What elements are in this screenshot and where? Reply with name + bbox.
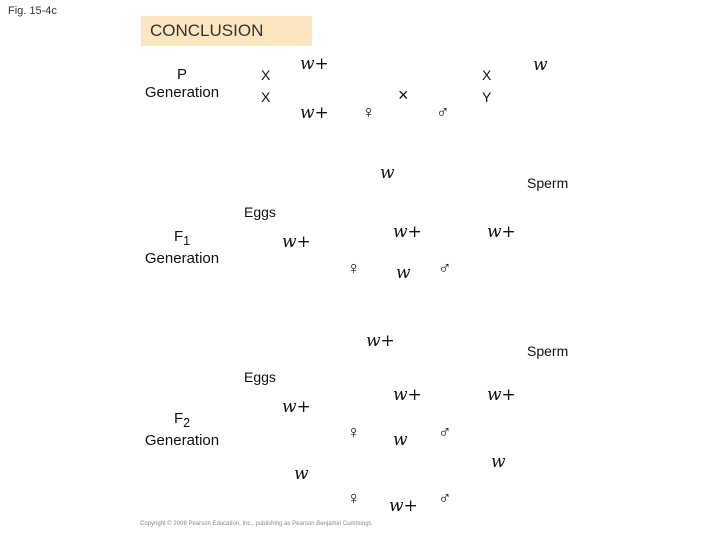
allele-f2-r1c1-bottom: w (393, 430, 408, 450)
f-subscript: 1 (183, 234, 191, 248)
eggs-label-2: Eggs (244, 369, 276, 385)
female-symbol: ♀ (347, 488, 361, 508)
f-subscript: 2 (183, 416, 191, 430)
allele-f2-r1c1-top: w+ (393, 385, 422, 405)
figure-label: Fig. 15-4c (8, 5, 57, 17)
female-symbol: ♀ (362, 102, 376, 122)
sperm-cell (451, 158, 509, 216)
sperm-label-1: Sperm (527, 175, 569, 191)
cross-symbol: × (398, 85, 409, 105)
male-symbol: ♂ (438, 258, 452, 278)
allele-f1-female-bottom: w (396, 263, 411, 283)
p-generation-label: P Generation (137, 66, 227, 102)
f2-generation-label: F2 Generation (137, 410, 227, 450)
sperm-cell (441, 324, 499, 382)
male-symbol: ♂ (438, 488, 452, 508)
allele-p-male: w (533, 55, 548, 75)
chrom-x-2: X (261, 89, 271, 105)
allele-f1-female-top: w+ (393, 222, 422, 242)
allele-f2-egg-1: w+ (282, 397, 311, 417)
red-eyed-fly-icon (346, 69, 394, 103)
allele-f2-r1c2: w+ (487, 385, 516, 405)
generation-word: Generation (144, 250, 220, 267)
female-symbol: ♀ (347, 422, 361, 442)
arrow-to-sperm (405, 111, 506, 162)
white-eyed-fly-icon (419, 69, 467, 103)
arrow-line (290, 113, 307, 210)
female-symbol: ♀ (347, 258, 361, 278)
allele-f2-r2c2: w (491, 452, 506, 472)
chrom-x-male: X (482, 67, 492, 83)
generation-word: Generation (144, 84, 220, 101)
male-symbol: ♂ (436, 102, 450, 122)
p-label: P (176, 66, 187, 83)
copyright-notice: Copyright © 2008 Pearson Education, Inc.… (140, 521, 374, 527)
chrom-y-male: Y (482, 89, 492, 105)
allele-p-female-bottom: w+ (300, 103, 329, 123)
allele-f1-male: w+ (487, 222, 516, 242)
generation-word: Generation (144, 432, 220, 449)
male-symbol: ♂ (438, 422, 452, 442)
eggs-label-1: Eggs (244, 204, 276, 220)
f-label: F (173, 228, 184, 245)
f-label: F (173, 410, 184, 427)
conclusion-heading: CONCLUSION (141, 16, 312, 46)
allele-f1-sperm: w (380, 163, 395, 183)
chrom-x-1: X (261, 67, 271, 83)
allele-f1-egg: w+ (282, 232, 311, 252)
allele-f2-sperm: w+ (366, 331, 395, 351)
allele-f2-r2c1: w+ (389, 496, 418, 516)
allele-f2-egg-2: w (294, 464, 309, 484)
allele-p-female-top: w+ (300, 54, 329, 74)
f1-generation-label: F1 Generation (137, 228, 227, 268)
sperm-label-2: Sperm (527, 343, 569, 359)
